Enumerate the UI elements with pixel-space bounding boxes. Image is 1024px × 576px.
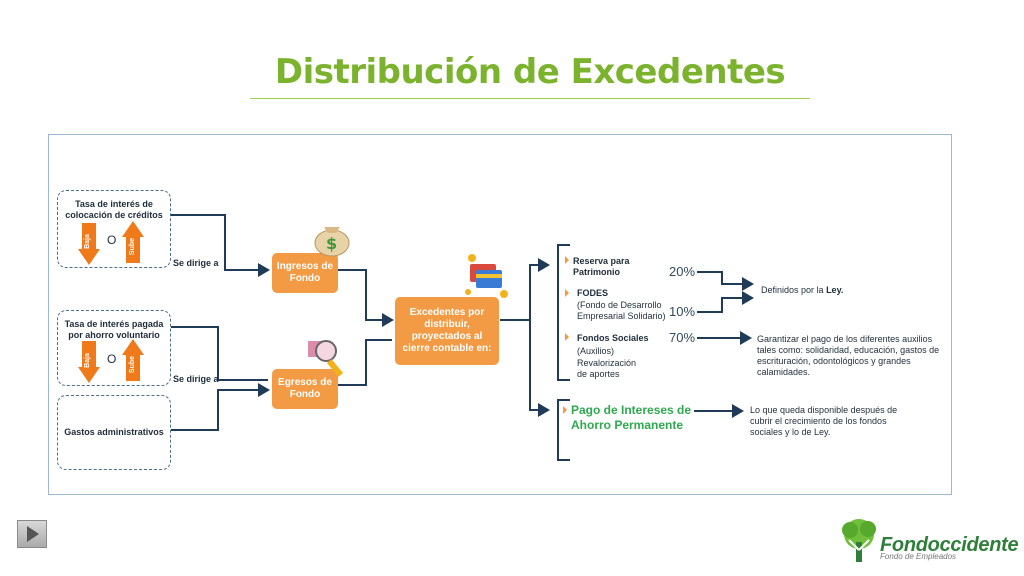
income-label: Ingresos de Fondo [276,261,334,284]
cards-coins-icon [465,254,508,298]
defined-by-law-word: Ley. [826,285,844,295]
remaining-text: Lo que queda disponible después de cubri… [750,405,898,437]
bullet-icon [563,406,567,414]
baja-label: Baja [83,353,91,368]
previous-slide-button[interactable] [17,520,47,548]
baja-label: Baja [83,234,91,249]
social-funds-sub2: Revalorización de aportes [577,358,637,379]
defined-by-prefix: Definidos por la [761,285,824,295]
defined-by-law-text: Definidos por la Ley. [761,285,843,296]
expenses-box: Egresos de Fondo [272,369,338,409]
guarantee-text: Garantizar el pago de los diferentes aux… [757,334,940,377]
credit-rate-box: Tasa de interés de colocación de crédito… [57,190,171,268]
surplus-label: Excedentes por distribuir, proyectados a… [402,307,492,354]
baja-arrow-icon [78,223,100,265]
sube-arrow-icon [122,221,144,263]
income-box: Ingresos de Fondo [272,253,338,293]
money-bag-icon: $ [314,227,350,257]
baja-arrow-icon [78,341,100,383]
social-funds-label: Fondos Sociales [577,333,649,343]
sube-label: Sube [129,355,137,374]
percent-20: 20% [669,264,696,279]
surplus-box: Excedentes por distribuir, proyectados a… [395,297,499,365]
logo-subtitle: Fondo de Empleados [880,552,957,561]
bullet-icon [565,256,569,264]
directs-to-label-1: Se dirige a [173,258,219,268]
directs-to-label-2: Se dirige a [173,374,219,384]
admin-costs-title: Gastos administrativos [64,427,164,437]
sube-label: Sube [129,237,137,256]
bullet-icon [565,289,569,297]
expenses-label: Egresos de Fondo [278,377,332,400]
bullet-icon [565,333,569,341]
logo-name: Fondoccidente [880,534,1019,556]
fodes-label: FODES [577,288,609,298]
percent-10: 10% [669,304,696,319]
or-label: O [107,352,117,366]
tree-logo-icon [842,519,876,562]
reserve-label: Reserva para Patrimonio [573,256,630,277]
interest-payment-label: Pago de Intereses de Ahorro Permanente [571,403,692,432]
admin-costs-box: Gastos administrativos [57,395,171,470]
sube-arrow-icon [122,339,144,381]
page-title: Distribución de Excedentes [274,52,786,92]
svg-text:$: $ [326,234,337,253]
or-label: O [107,233,117,247]
savings-rate-box: Tasa de interés pagada por ahorro volunt… [57,310,171,386]
fodes-sub-label: (Fondo de Desarrollo Empresarial Solidar… [577,300,666,321]
savings-rate-title: Tasa de interés pagada por ahorro volunt… [64,319,164,340]
percent-70: 70% [669,330,696,345]
title-underline [250,98,810,99]
credit-rate-title: Tasa de interés de colocación de crédito… [65,199,163,220]
social-funds-sub1: (Auxilios) [577,346,615,356]
play-icon [27,526,39,542]
magnifier-icon [308,340,344,377]
diagram-frame [48,134,952,495]
